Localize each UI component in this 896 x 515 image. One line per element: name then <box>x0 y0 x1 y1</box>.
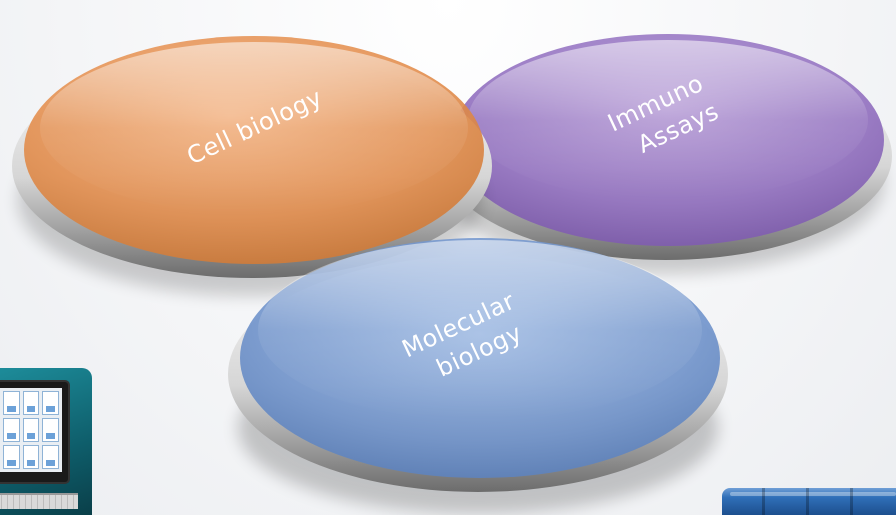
computer-monitor <box>0 382 68 482</box>
venn-circle-cell-biology <box>12 36 492 296</box>
screen-panel <box>42 418 59 442</box>
screen-panel <box>3 445 20 469</box>
screen-panel <box>22 418 40 442</box>
screen-panel <box>3 391 20 415</box>
venn-circle-molecular-biology <box>228 238 728 514</box>
screen-panel <box>22 445 40 469</box>
monitor-screen <box>0 388 62 472</box>
screen-panel <box>22 391 40 415</box>
screen-panel <box>3 418 20 442</box>
screen-panel <box>42 391 59 415</box>
screen-panel <box>42 445 59 469</box>
keyboard <box>0 493 78 509</box>
venn-circle-immuno <box>440 34 892 274</box>
lab-computer-image <box>0 368 92 515</box>
lab-instrument-image <box>722 488 896 515</box>
